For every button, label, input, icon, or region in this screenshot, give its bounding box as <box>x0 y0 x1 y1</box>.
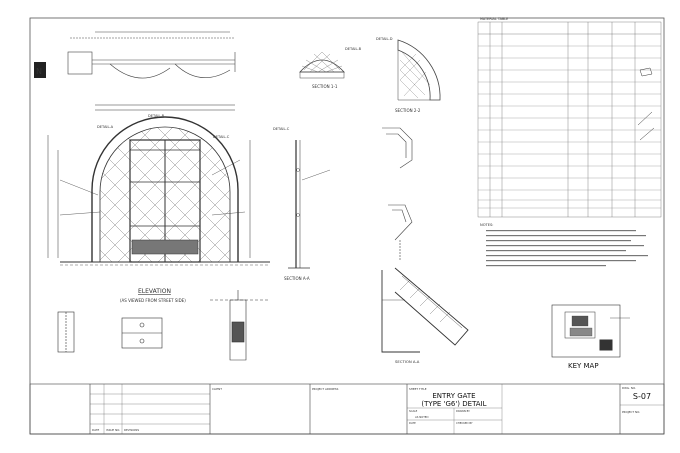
date-label: DATE <box>409 421 416 425</box>
middle-small-details <box>382 127 413 260</box>
north-arrow-icon: N <box>34 62 46 78</box>
sheet-border <box>29 17 665 435</box>
section-a-a-title: SECTION A-A <box>284 276 310 281</box>
scale-label: SCALE <box>409 409 418 413</box>
section-2-2-title: SECTION 2-2 <box>395 108 421 113</box>
material-table-title: MATERIAL TABLE <box>480 17 508 21</box>
section-1-1-title: SECTION 1-1 <box>312 84 338 89</box>
drawing-title-line2: (TYPE 'G6') DETAIL <box>421 400 486 408</box>
client-label: CLIENT <box>212 387 222 391</box>
rev-date-label: DATE <box>92 428 100 432</box>
rev-desc-label: REVISIONS <box>124 428 139 432</box>
drawn-by-label: DRAWN BY <box>456 409 470 413</box>
material-table <box>477 21 662 218</box>
elevation-subtitle: (AS VIEWED FROM STREET SIDE) <box>120 298 186 303</box>
detail-a-callout: DETAIL-A <box>97 125 114 129</box>
notes-block <box>486 230 648 267</box>
svg-text:N: N <box>36 67 42 76</box>
drawing-no-label: DWG. NO. <box>622 386 636 390</box>
project-no-label: PROJECT NO. <box>622 410 640 414</box>
diagonal-detail-title: SECTION A-A <box>395 359 420 364</box>
bottom-left-details <box>57 290 270 361</box>
detail-d-view <box>397 39 441 101</box>
detail-d-callout: DETAIL-D <box>376 37 393 41</box>
title-block <box>29 383 665 435</box>
top-plan-view <box>67 31 236 79</box>
detail-b-callout-main: DETAIL-B <box>148 114 165 118</box>
key-map-title: KEY MAP <box>568 362 599 370</box>
diagonal-joint-detail <box>381 267 469 353</box>
detail-b-callout-top: DETAIL-B <box>345 47 362 51</box>
project-address-label: PROJECT ADDRESS <box>312 387 339 391</box>
detail-b-view <box>299 51 345 79</box>
section-a-a-view <box>288 140 331 269</box>
scale-value: AS NOTED <box>415 415 428 419</box>
detail-c-callout: DETAIL-C <box>213 135 230 139</box>
material-table-sketches <box>637 67 655 141</box>
elevation-title: ELEVATION <box>138 288 171 295</box>
material-table-rows <box>478 45 661 209</box>
gate-elevation <box>47 104 270 266</box>
key-map <box>551 304 630 358</box>
drawing-title-line1: ENTRY GATE <box>432 392 475 400</box>
rev-issue-label: ISSUE NO. <box>106 428 120 432</box>
detail-c-label-side: DETAIL-C <box>273 127 290 131</box>
sheet-title-label: SHEET TITLE <box>409 387 427 391</box>
kick-plate <box>131 239 199 255</box>
notes-title: NOTES: <box>480 223 493 227</box>
checked-by-label: CHECKED BY <box>456 421 473 425</box>
sheet-number: S-07 <box>633 392 651 401</box>
